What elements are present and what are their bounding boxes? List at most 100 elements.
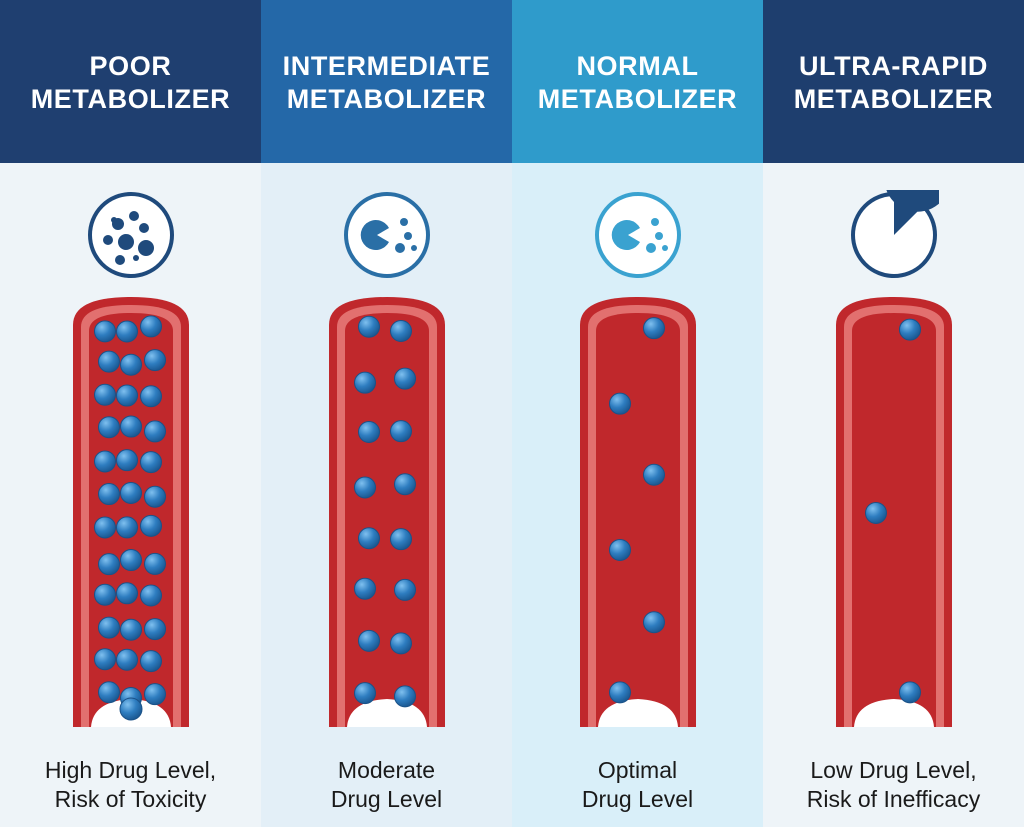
column-body: Optimal Drug Level — [512, 163, 763, 827]
drug-particle — [93, 648, 116, 671]
drug-particle — [642, 317, 665, 340]
drug-particle — [143, 618, 166, 641]
pie-timer-icon — [850, 190, 939, 278]
icon-dot — [132, 255, 139, 261]
drug-particle — [143, 420, 166, 443]
blood-vessel — [579, 297, 696, 727]
column-title-line1: NORMAL — [576, 50, 699, 81]
drug-particle — [608, 392, 631, 415]
drug-particle — [389, 528, 412, 551]
caption-line1: High Drug Level, — [44, 757, 217, 783]
column-title-line2: METABOLIZER — [286, 83, 487, 114]
pacman-dots-icon — [343, 192, 430, 278]
drug-particle — [898, 681, 921, 704]
drug-particle — [139, 315, 162, 338]
icon-dot — [410, 245, 417, 251]
column-body: Moderate Drug Level — [261, 163, 512, 827]
pacman-shape — [360, 220, 389, 250]
drug-particle — [97, 553, 120, 576]
pacman-dots-light-icon — [594, 192, 681, 278]
column-title-line2: METABOLIZER — [793, 83, 994, 114]
icon-dot — [102, 235, 113, 245]
drug-particle — [139, 385, 162, 408]
icon-dot — [394, 243, 405, 253]
drug-particle — [93, 583, 116, 606]
drug-particle — [115, 582, 138, 605]
drug-particle — [115, 449, 138, 472]
drug-particle — [139, 514, 162, 537]
blood-vessel — [835, 297, 952, 727]
icon-dot — [128, 211, 139, 221]
caption-line2: Drug Level — [581, 786, 694, 812]
icon-dot — [645, 243, 656, 253]
drug-particle — [139, 584, 162, 607]
icon-dot — [110, 217, 117, 223]
drug-particle — [119, 697, 142, 721]
outcome-caption: High Drug Level, Risk of Toxicity — [0, 756, 261, 814]
drug-particle — [393, 367, 416, 390]
pacman-shape — [611, 220, 640, 250]
icon-ring — [87, 192, 174, 278]
drug-particle — [97, 483, 120, 506]
drug-particle — [143, 683, 166, 706]
drug-particle — [97, 681, 120, 704]
column-title-line1: INTERMEDIATE — [282, 50, 491, 81]
drug-particle — [389, 632, 412, 655]
column-title-line1: ULTRA-RAPID — [798, 50, 989, 81]
drug-particle — [357, 315, 380, 338]
blood-vessel — [328, 297, 445, 727]
drug-particle — [93, 383, 116, 406]
caption-line2: Risk of Toxicity — [54, 786, 207, 812]
drug-particle — [93, 320, 116, 343]
drug-particle — [898, 318, 921, 341]
drug-particle — [119, 415, 142, 438]
drug-particle — [608, 538, 631, 561]
drug-particle — [642, 611, 665, 634]
vessel-lumen — [851, 313, 936, 727]
column-intermediate-metabolizer: INTERMEDIATE METABOLIZER Moderate Drug L… — [261, 0, 512, 827]
column-body: Low Drug Level, Risk of Inefficacy — [763, 163, 1024, 827]
drug-particle — [353, 476, 376, 499]
drug-particle — [115, 384, 138, 407]
drug-particle — [389, 319, 412, 342]
drug-particle — [357, 527, 380, 550]
drug-particle — [93, 450, 116, 473]
drug-particle — [864, 501, 887, 524]
icon-dot — [654, 232, 663, 240]
drug-particle — [143, 485, 166, 508]
drug-particle — [119, 481, 142, 504]
drug-particle — [353, 371, 376, 394]
drug-particle — [93, 516, 116, 539]
caption-line1: Optimal — [597, 757, 678, 783]
icon-dot — [399, 218, 408, 226]
blood-vessel — [72, 297, 189, 727]
icon-ring — [594, 192, 681, 278]
drug-particle — [97, 616, 120, 639]
scattered-dots-icon — [87, 192, 174, 278]
icon-ring — [343, 192, 430, 278]
vessel-lumen — [595, 313, 680, 727]
drug-particle — [393, 685, 416, 708]
drug-particle — [119, 618, 142, 641]
icon-dot — [117, 234, 134, 250]
column-header: ULTRA-RAPID METABOLIZER — [763, 0, 1024, 163]
vessel-opening — [853, 699, 934, 727]
drug-particle — [393, 578, 416, 601]
icon-dot — [114, 255, 125, 265]
icon-dot — [138, 223, 149, 233]
icon-dot — [137, 240, 154, 256]
caption-line2: Drug Level — [330, 786, 443, 812]
outcome-caption: Moderate Drug Level — [261, 756, 512, 814]
caption-line1: Moderate — [337, 757, 436, 783]
icon-dot — [403, 232, 412, 240]
drug-particle — [393, 473, 416, 496]
drug-particle — [97, 350, 120, 373]
drug-particle — [353, 682, 376, 705]
drug-particle — [143, 349, 166, 372]
column-header: POOR METABOLIZER — [0, 0, 261, 163]
drug-particle — [115, 516, 138, 539]
drug-particle — [97, 416, 120, 439]
column-ultra-rapid-metabolizer: ULTRA-RAPID METABOLIZER Low Drug Level, … — [763, 0, 1024, 827]
drug-particle — [115, 648, 138, 671]
icon-dot — [650, 218, 659, 226]
